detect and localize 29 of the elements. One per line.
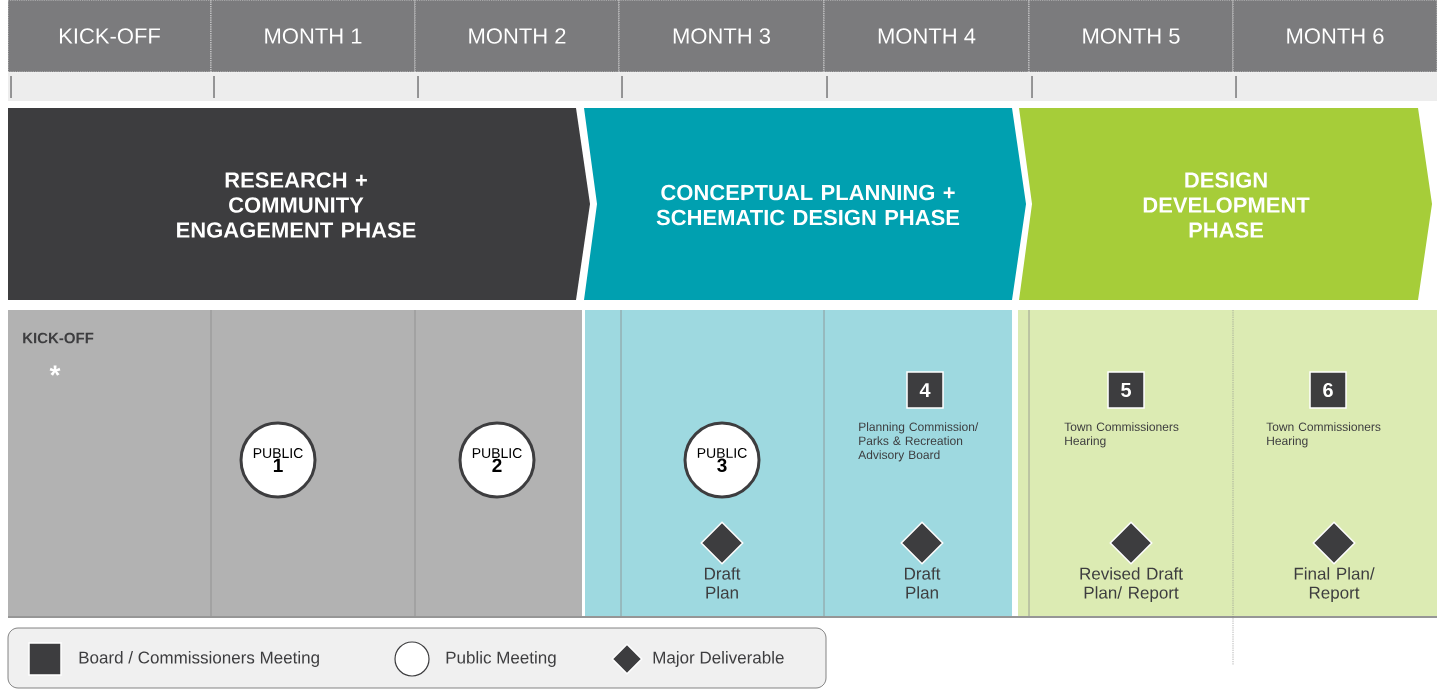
month-header: MONTH 4 bbox=[823, 0, 1030, 73]
deliverable-label: Final Plan/ Report bbox=[1294, 567, 1375, 603]
legend-label: Board / Commissioners Meeting bbox=[79, 651, 319, 667]
phase-band: RESEARCH + COMMUNITY ENGAGEMENT PHASE bbox=[8, 108, 590, 300]
phase-band: DESIGN DEVELOPMENT PHASE bbox=[1019, 108, 1432, 300]
meeting-square: 6 bbox=[1309, 371, 1347, 409]
deliverable-diamond bbox=[900, 521, 944, 565]
deliverable-diamond bbox=[1109, 521, 1153, 565]
month-header: KICK-OFF bbox=[7, 0, 212, 73]
meeting-note: Planning Commission/ Parks & Recreation Advisory Board bbox=[858, 422, 979, 462]
meeting-square: 5 bbox=[1107, 371, 1145, 409]
legend-label: Public Meeting bbox=[446, 651, 556, 667]
legend-label: Major Deliverable bbox=[653, 651, 784, 667]
deliverable-diamond bbox=[1312, 521, 1356, 565]
month-header: MONTH 6 bbox=[1232, 0, 1438, 73]
deliverable-label: Draft Plan bbox=[705, 567, 741, 599]
deliverable-diamond bbox=[700, 521, 744, 565]
month-header: MONTH 1 bbox=[210, 0, 416, 73]
meeting-note: Town Commissioners Hearing bbox=[1266, 422, 1381, 448]
deliverable-label: Revised Draft Plan/ Report bbox=[1080, 567, 1183, 603]
meeting-note: Town Commissioners Hearing bbox=[1064, 422, 1179, 448]
asterisk-mark: * bbox=[49, 365, 61, 376]
deliverable-label: Draft Plan bbox=[905, 567, 941, 599]
meeting-square: 4 bbox=[906, 371, 944, 409]
month-header: MONTH 3 bbox=[618, 0, 825, 73]
month-header: MONTH 2 bbox=[414, 0, 620, 73]
month-header: MONTH 5 bbox=[1028, 0, 1234, 73]
phase-band: CONCEPTUAL PLANNING + SCHEMATIC DESIGN PHASE bbox=[584, 108, 1026, 300]
kick-off-label: KICK-OFF bbox=[23, 332, 94, 344]
